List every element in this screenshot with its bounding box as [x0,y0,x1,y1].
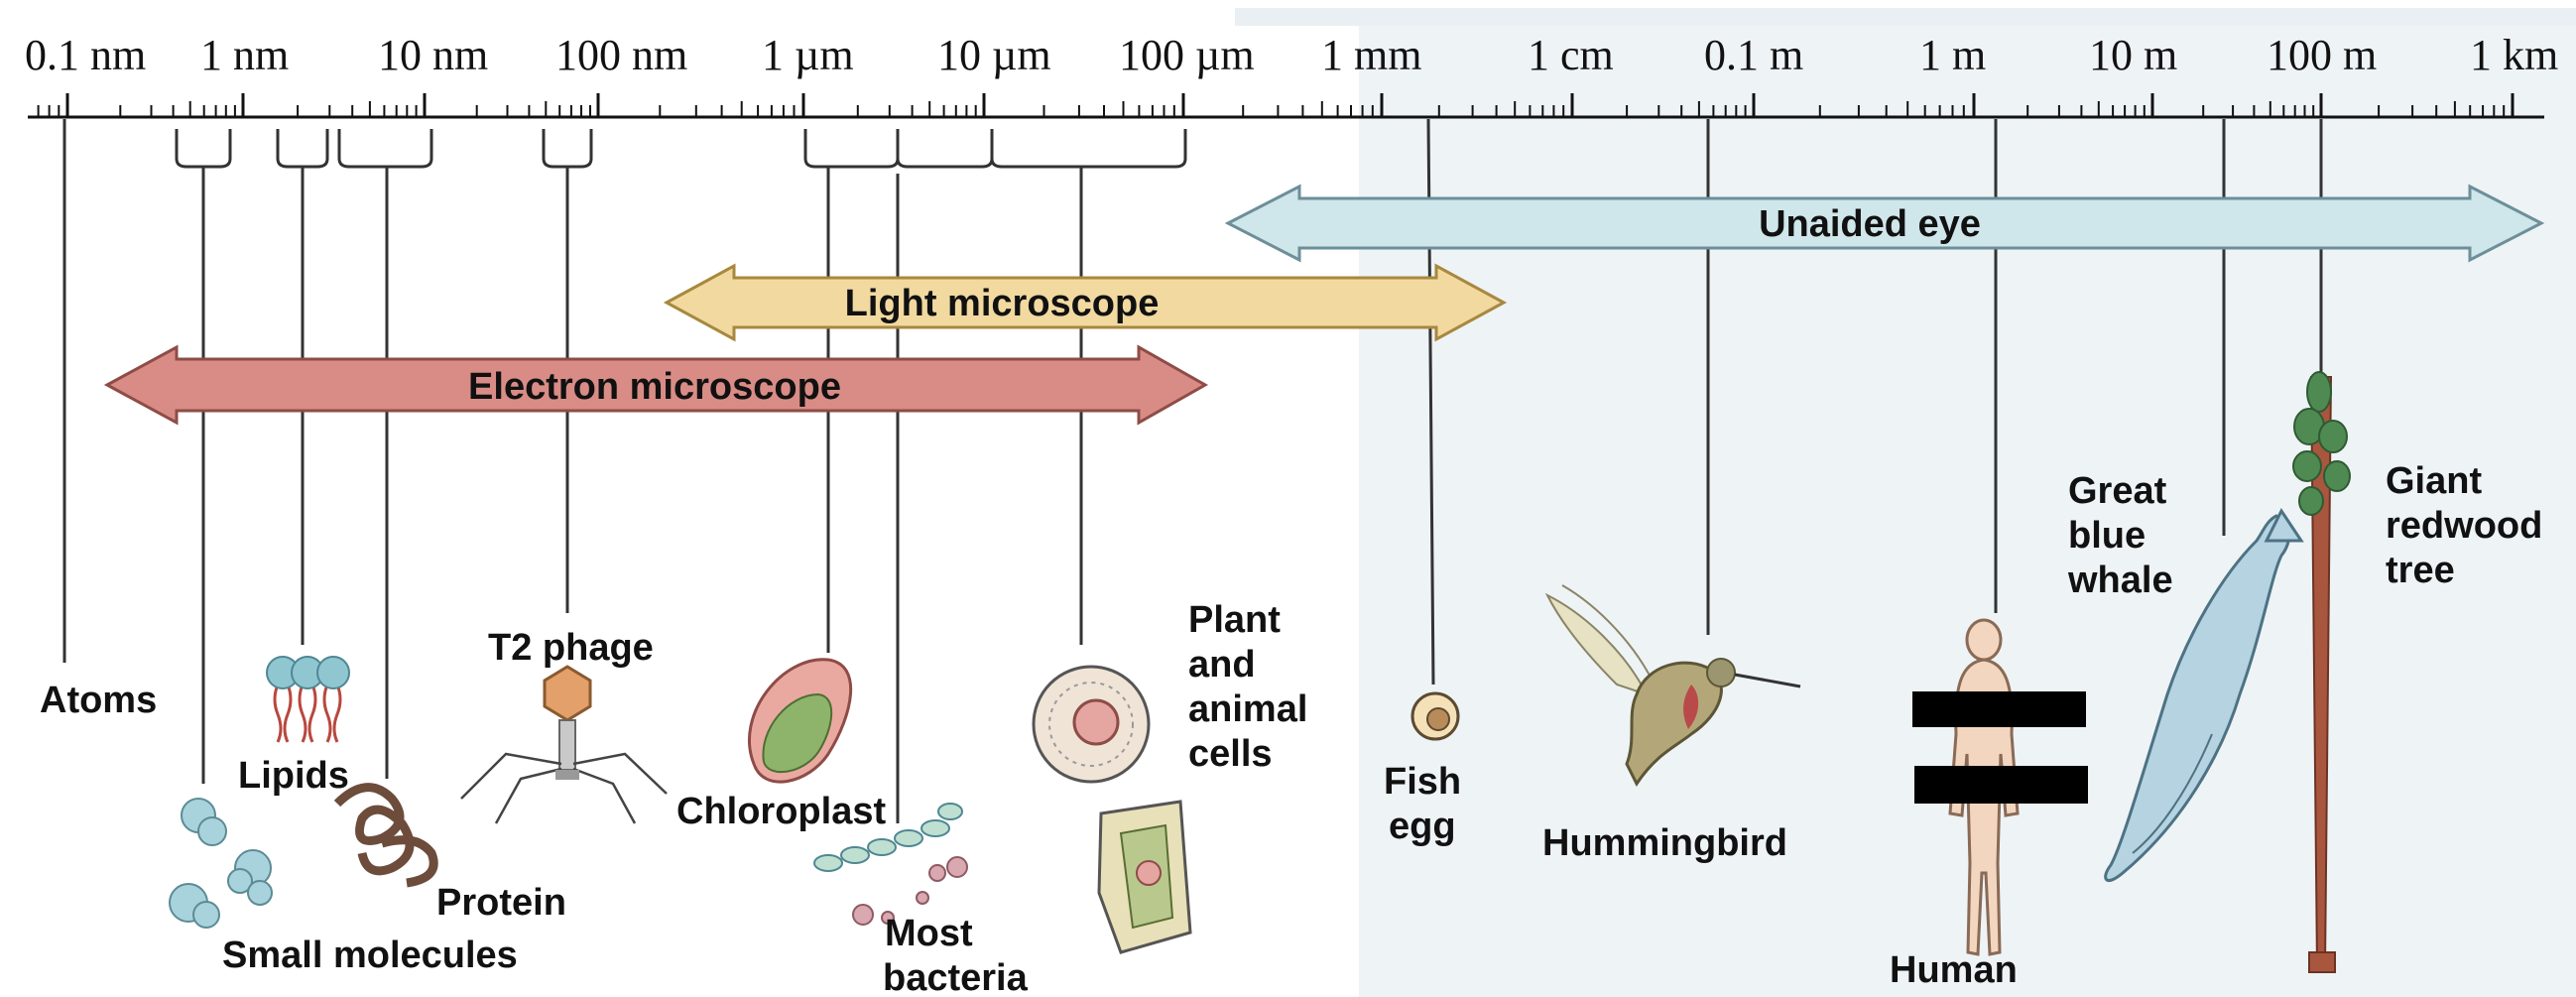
scale-label-10nm: 10 nm [378,31,488,79]
scale-label-100nm: 100 nm [555,31,687,79]
scale-label-1mm: 1 mm [1321,31,1421,79]
label-cells-line2: and [1188,644,1256,685]
label-chloroplast: Chloroplast [676,791,886,832]
scale-label-100um: 100 µm [1119,31,1255,79]
scale-label-10um: 10 µm [937,31,1051,79]
scale-label-10m: 10 m [2089,31,2177,79]
label-fish-egg-line2: egg [1389,806,1456,847]
label-cells-line4: cells [1188,733,1273,775]
label-most-bacteria-line2: bacteria [883,957,1029,997]
label-human: Human [1890,949,2018,991]
band-unaided-eye: Unaided eye [1228,187,2541,260]
label-redwood-line3: tree [2386,550,2455,591]
scale-label-1nm: 1 nm [200,31,289,79]
band-electron-microscope: Electron microscope [107,347,1205,423]
scale-label-1um: 1 µm [762,31,854,79]
band-light-microscope-label: Light microscope [845,283,1160,324]
scale-label-1m: 1 m [1919,31,1986,79]
fish-egg-illustration [1412,693,1458,739]
scale-label-0-1nm: 0.1 nm [25,31,146,79]
band-unaided-eye-label: Unaided eye [1759,203,1981,245]
label-atoms: Atoms [40,680,157,721]
scale-label-100m: 100 m [2267,31,2377,79]
scale-label-0-1m: 0.1 m [1704,31,1803,79]
redaction-bar-top [1912,691,2086,727]
label-whale-line1: Great [2068,470,2167,512]
label-cells-line1: Plant [1188,599,1281,641]
band-light-microscope: Light microscope [667,266,1504,339]
label-most-bacteria-line1: Most [885,913,973,954]
label-fish-egg-line1: Fish [1384,761,1461,803]
band-electron-microscope-label: Electron microscope [468,366,841,408]
label-small-molecules: Small molecules [222,935,518,976]
label-whale-line3: whale [2067,560,2173,601]
label-redwood-line2: redwood [2386,505,2542,547]
label-protein: Protein [436,882,566,924]
top-right-strip [1235,8,2576,26]
scale-label-1cm: 1 cm [1528,31,1614,79]
label-lipids: Lipids [238,755,349,797]
scale-label-1km: 1 km [2470,31,2558,79]
label-redwood-line1: Giant [2386,460,2482,502]
label-hummingbird: Hummingbird [1542,822,1787,864]
redaction-bar-bottom [1914,766,2088,804]
label-whale-line2: blue [2068,515,2146,557]
label-cells-line3: animal [1188,688,1307,730]
label-t2-phage: T2 phage [488,627,654,669]
